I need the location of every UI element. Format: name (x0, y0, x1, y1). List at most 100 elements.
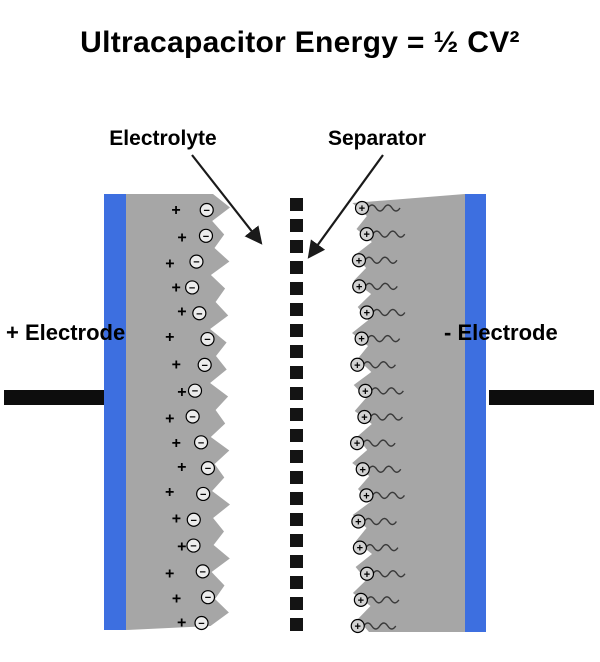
ion-squiggle (372, 230, 406, 238)
anion-circle (195, 564, 210, 579)
anion-circle (200, 461, 216, 476)
anion-circle (197, 357, 212, 372)
positive-charge-symbol: + (172, 356, 181, 373)
anion-symbol: − (198, 618, 204, 630)
anion-symbol: − (201, 360, 207, 372)
right-current-collector (465, 194, 486, 632)
cation-circle (357, 409, 372, 425)
cation-circle (351, 514, 366, 529)
separator-dash (290, 513, 303, 526)
separator-dash (290, 387, 303, 400)
positive-charge-symbol: + (177, 538, 186, 555)
cation-circle (353, 592, 368, 607)
positive-charge-symbol: + (165, 255, 174, 272)
separator-dash (290, 261, 303, 274)
anion-symbol: − (193, 257, 199, 269)
anion-symbol: − (205, 463, 211, 475)
cation-circle (358, 383, 373, 398)
separator-dash (290, 555, 303, 568)
cation-symbol: + (361, 412, 367, 424)
positive-charge-symbol: + (177, 384, 186, 401)
positive-charge-symbol: + (165, 410, 174, 427)
positive-charge-symbol: + (172, 511, 181, 528)
cation-symbol: + (363, 490, 369, 502)
separator-dash (290, 219, 303, 232)
cation-symbol: + (356, 281, 362, 293)
cation-circle (350, 618, 365, 634)
anion-symbol: − (190, 541, 196, 553)
anion-symbol: − (196, 308, 202, 320)
separator-dash (290, 240, 303, 253)
anion-symbol: − (205, 592, 211, 604)
separator-dash (290, 303, 303, 316)
cation-symbol: + (364, 308, 370, 320)
page-title: Ultracapacitor Energy = ½ CV² (80, 26, 520, 59)
cation-symbol: + (364, 569, 370, 581)
separator-dash (290, 450, 303, 463)
cation-circle (349, 436, 365, 451)
positive-charge-symbol: + (172, 590, 181, 607)
ion-squiggle (366, 596, 400, 604)
anion-circle (196, 486, 211, 502)
cation-circle (350, 357, 365, 372)
positive-charge-symbol: + (165, 329, 174, 346)
ion-squiggle (371, 491, 406, 500)
anion-symbol: − (200, 489, 206, 501)
anion-symbol: − (189, 412, 195, 424)
ion-squiggle (372, 308, 406, 317)
ion-squiggle (362, 361, 396, 369)
cation-circle (359, 566, 375, 581)
anion-symbol: − (204, 205, 210, 217)
separator-dash (290, 471, 303, 484)
separator-dash (290, 366, 303, 379)
separator-arrow (307, 154, 384, 259)
negative-electrode-label: - Electrode (444, 320, 558, 345)
ion-squiggle (370, 387, 404, 395)
ion-squiggle (365, 543, 399, 552)
ion-squiggle (369, 413, 404, 421)
separator-dash (290, 618, 303, 631)
anion-circle (186, 538, 201, 553)
anion-circle (186, 512, 201, 527)
anion-circle (189, 254, 204, 269)
ion-squiggle (362, 439, 396, 447)
anion-circle (185, 280, 200, 295)
anion-circle (194, 615, 209, 631)
anion-symbol: − (200, 566, 206, 578)
separator-dash (290, 597, 303, 610)
ultracapacitor-diagram: +−+−+−+−+−+−+−+−+−+−+−+−+−+−+−+−+−++++++… (4, 127, 594, 634)
ion-squiggle (364, 282, 398, 291)
anion-symbol: − (203, 231, 209, 243)
ion-squiggle (372, 570, 406, 578)
separator-dash (290, 576, 303, 589)
anion-circle (199, 202, 214, 218)
cation-symbol: + (354, 360, 360, 372)
separator-dash (290, 429, 303, 442)
separator-label: Separator (328, 127, 426, 150)
cation-symbol: + (355, 517, 361, 529)
ion-squiggle (368, 465, 402, 473)
positive-charge-symbol: + (172, 435, 181, 452)
anion-circle (187, 383, 203, 398)
anion-circle (192, 306, 207, 321)
ion-squiggle (364, 256, 398, 264)
cation-circle (352, 279, 367, 294)
cation-circle (359, 305, 374, 320)
cation-circle (359, 488, 374, 503)
anion-symbol: − (192, 386, 198, 398)
separator-dash (290, 324, 303, 337)
cation-circle (351, 253, 367, 268)
separator-dash (290, 408, 303, 421)
anion-circle (200, 331, 215, 347)
separator-dash (290, 282, 303, 295)
left-current-collector (104, 194, 126, 630)
anion-symbol: − (198, 437, 204, 449)
ion-squiggle (363, 517, 397, 526)
anion-circle (193, 435, 209, 450)
negative-terminal-bar (489, 390, 594, 405)
positive-charge-symbol: + (171, 202, 180, 219)
positive-charge-symbol: + (171, 280, 180, 297)
ion-squiggle (367, 204, 401, 212)
positive-terminal-bar (4, 390, 107, 405)
